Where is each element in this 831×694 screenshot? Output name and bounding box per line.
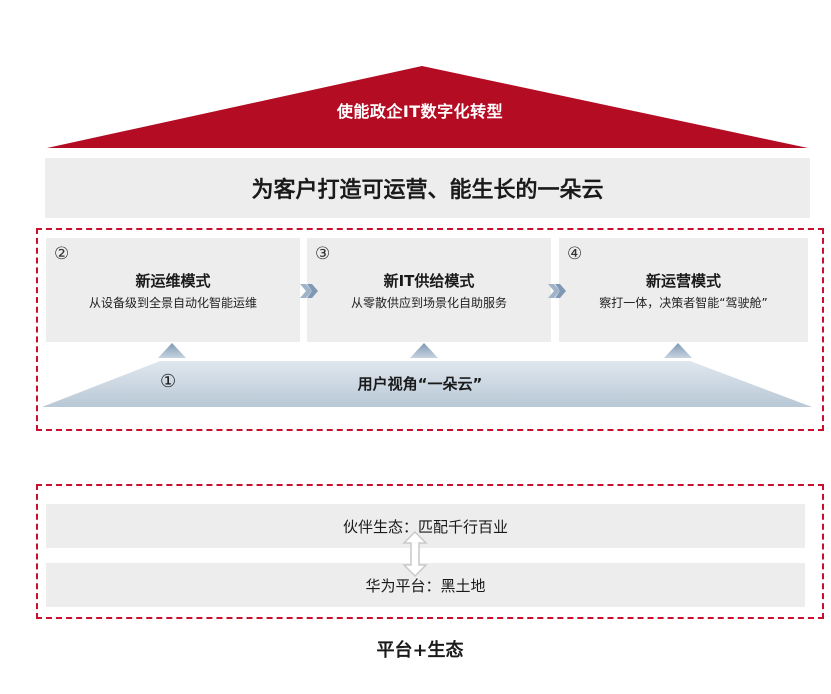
cloud-banner-text: 为客户打造可运营、能生长的一朵云	[251, 178, 604, 203]
cloud-banner: 为客户打造可运营、能生长的一朵云	[45, 158, 810, 218]
mode-desc: 察打一体，决策者智能“驾驶舱”	[599, 296, 768, 310]
partner-ecosystem-layer: 伙伴生态：匹配千行百业	[46, 504, 805, 548]
peak-3	[664, 343, 692, 358]
modes-dashed-frame	[36, 228, 824, 431]
mode-card-it-supply: ③ 新IT供给模式 从零散供应到场景化自助服务	[307, 238, 551, 342]
roof-shape	[47, 66, 808, 148]
mode-title: 新IT供给模式	[383, 272, 475, 290]
platform-dashed-frame	[36, 484, 824, 619]
mode-number: ③	[315, 244, 331, 264]
mode-number: ④	[567, 244, 583, 264]
chevron-right-icon	[300, 284, 318, 298]
double-arrow-icon	[402, 530, 428, 578]
roof-title: 使能政企IT数字化转型	[336, 102, 504, 121]
base-title: 用户视角“一朵云”	[357, 375, 483, 393]
peak-2	[410, 343, 438, 358]
mode-title: 新运营模式	[645, 272, 721, 290]
layer-label: 伙伴生态：匹配千行百业	[342, 517, 508, 536]
mode-desc: 从设备级到全景自动化智能运维	[88, 296, 257, 310]
chevron-right-icon	[548, 284, 566, 298]
mode-desc: 从零散供应到场景化自助服务	[350, 296, 507, 310]
huawei-platform-layer: 华为平台：黑土地	[46, 563, 805, 607]
platform-ecosystem-caption: 平台+生态	[376, 640, 464, 661]
mode-title: 新运维模式	[135, 272, 211, 290]
layer-label: 华为平台：黑土地	[365, 576, 486, 595]
base-number: ①	[160, 371, 177, 392]
mode-number: ②	[54, 244, 70, 264]
peak-1	[158, 343, 186, 358]
mode-card-operations: ② 新运维模式 从设备级到全景自动化智能运维	[46, 238, 300, 342]
mode-card-operating: ④ 新运营模式 察打一体，决策者智能“驾驶舱”	[559, 238, 808, 342]
